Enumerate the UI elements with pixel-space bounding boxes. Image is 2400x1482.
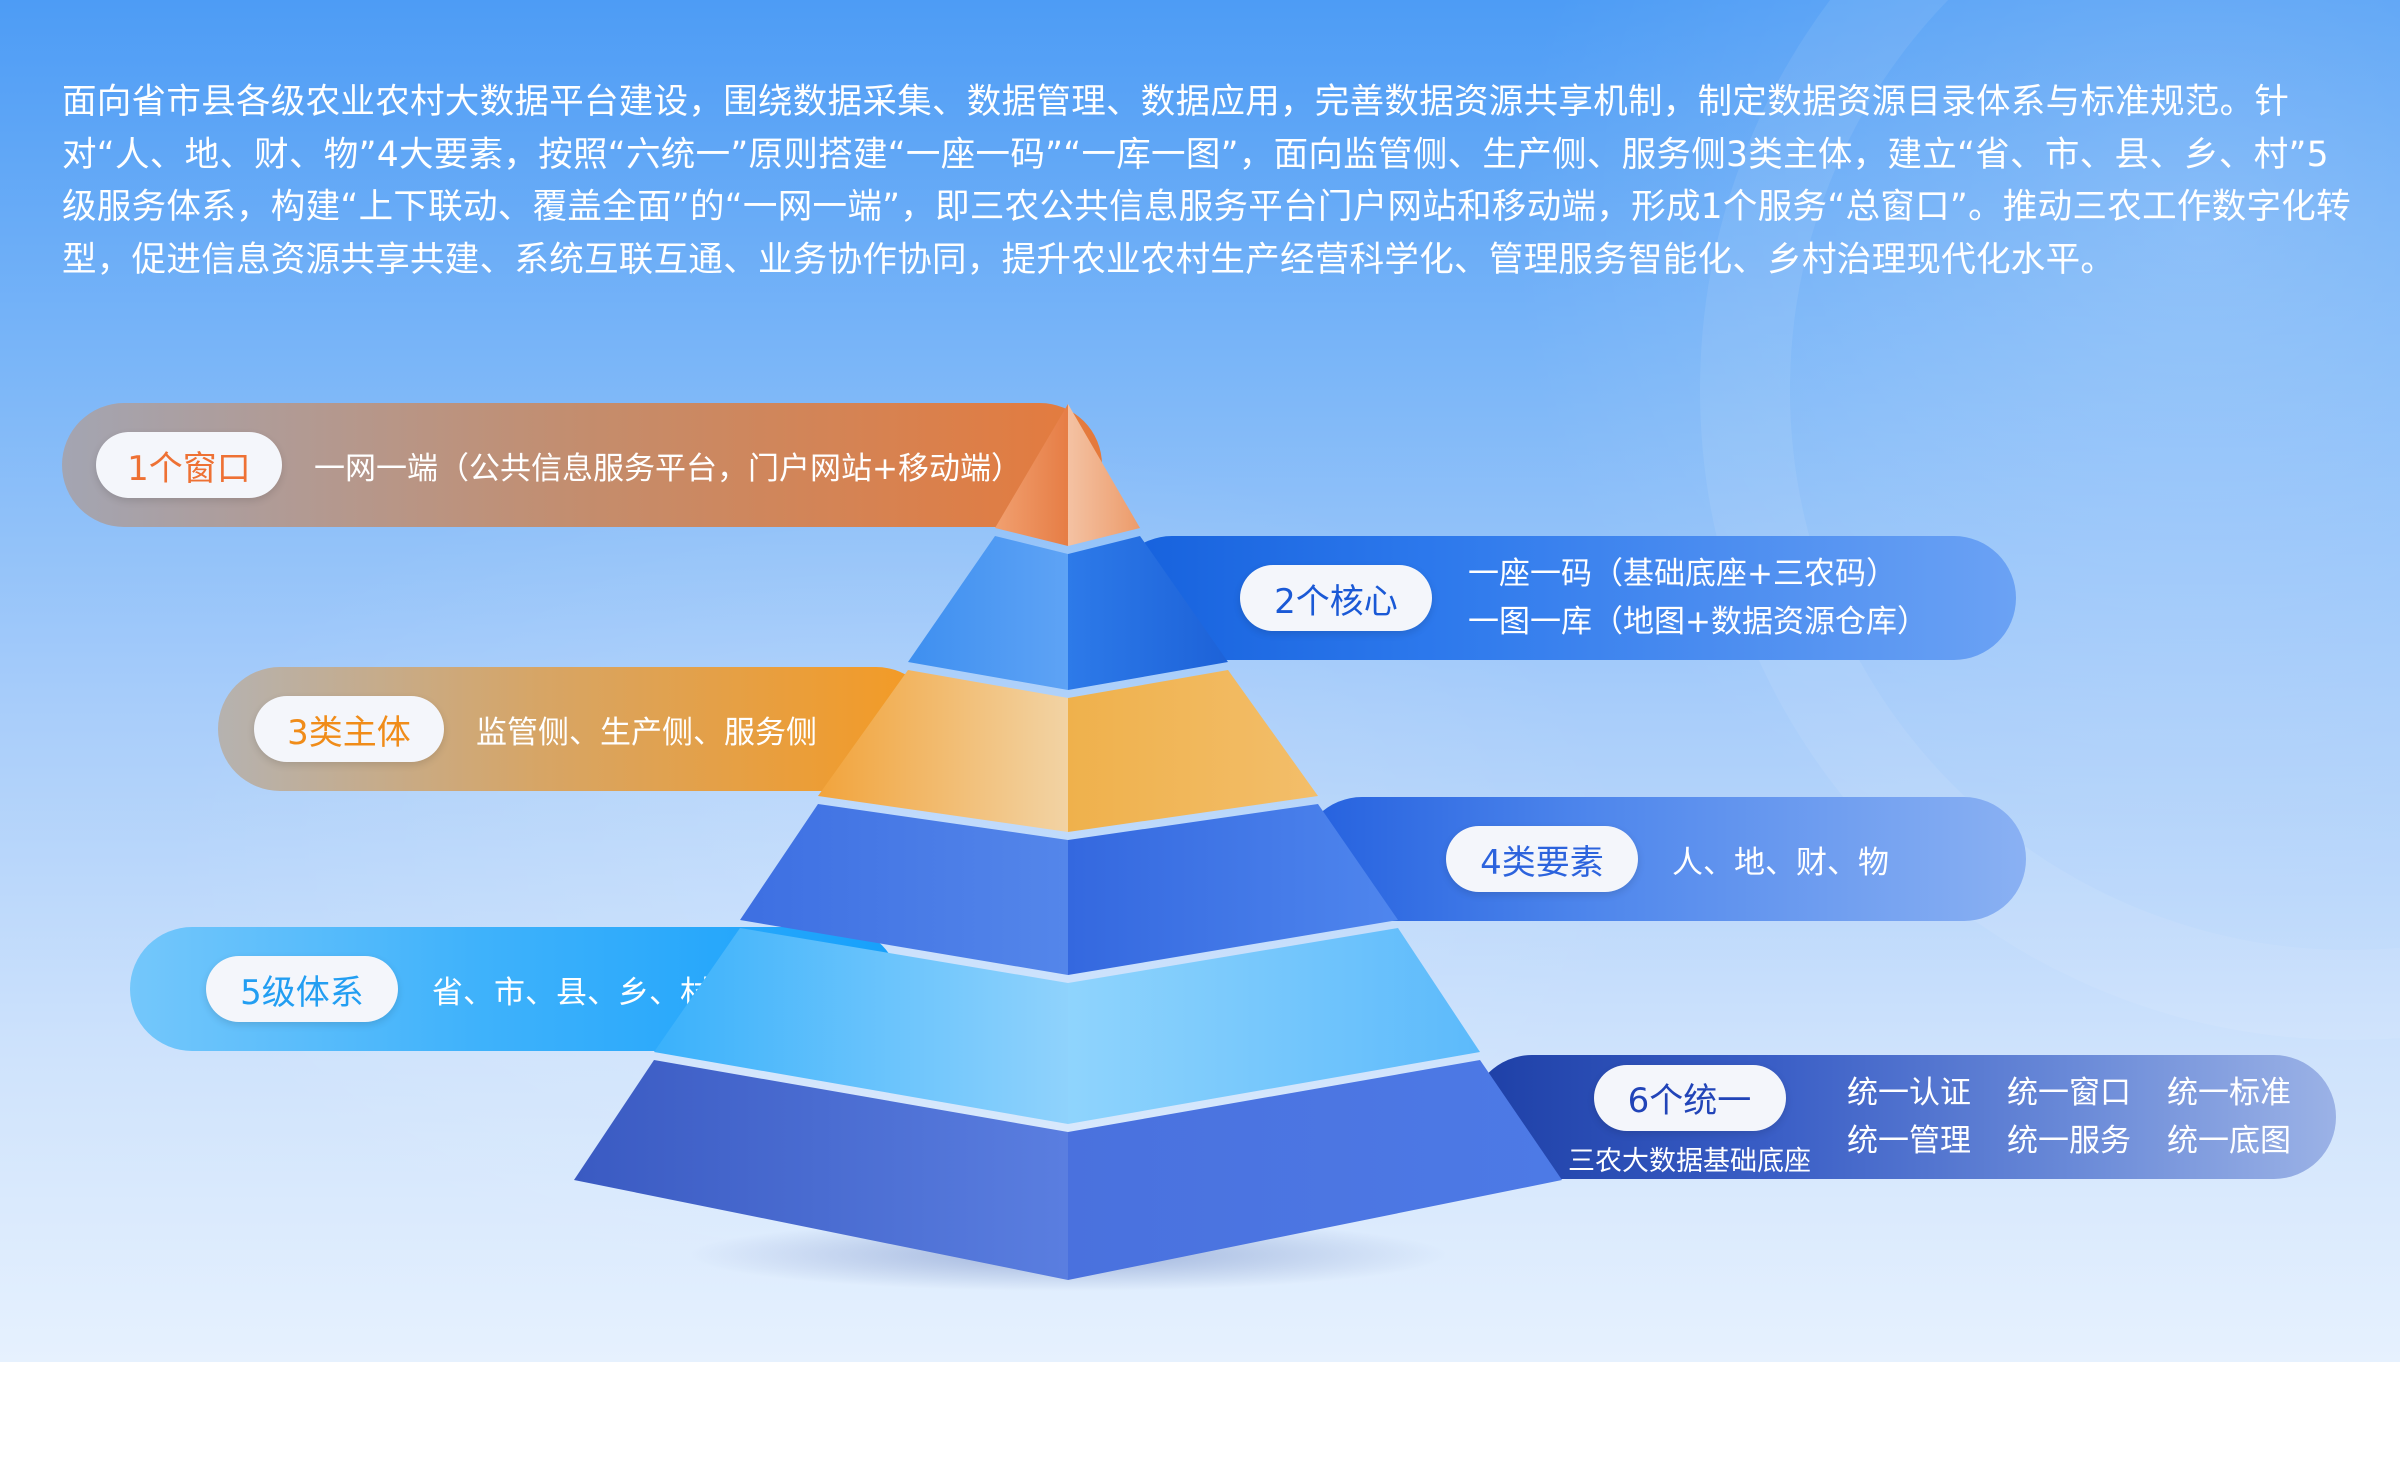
tier-2-line-1: 一座一码（基础底座+三农码）	[1468, 556, 1897, 592]
tier-2-label: 2个核心	[1240, 565, 1432, 631]
tier-1-description: 一网一端（公共信息服务平台，门户网站+移动端）	[314, 450, 1022, 487]
tier-4-description: 人、地、财、物	[1672, 844, 1889, 881]
pyramid-tier-1-window	[995, 404, 1140, 546]
tier-3-description: 监管侧、生产侧、服务侧	[476, 714, 817, 751]
tier-4-label: 4类要素	[1446, 826, 1638, 892]
intro-paragraph: 面向省市县各级农业农村大数据平台建设，围绕数据采集、数据管理、数据应用，完善数据…	[62, 82, 2351, 280]
tier-3-label: 3类主体	[254, 696, 444, 762]
tier-2-core-band: 2个核心 一座一码（基础底座+三农码） 一图一库（地图+数据资源仓库）	[1110, 536, 2016, 660]
tier-6-item: 统一管理	[1847, 1123, 1971, 1159]
tier-6-label: 6个统一	[1593, 1064, 1786, 1131]
tier-2-line-2: 一图一库（地图+数据资源仓库）	[1468, 604, 1928, 640]
tier-4-element-band: 4类要素 人、地、财、物	[1300, 797, 2026, 921]
tier-6-subtitle: 三农大数据基础底座	[1568, 1145, 1811, 1177]
pyramid-diagram	[574, 404, 1562, 1291]
tier-1-window-band: 1个窗口 一网一端（公共信息服务平台，门户网站+移动端）	[62, 403, 1102, 527]
background-panel: 面向省市县各级农业农村大数据平台建设，围绕数据采集、数据管理、数据应用，完善数据…	[0, 0, 2400, 1362]
tier-6-item: 统一服务	[2007, 1123, 2131, 1159]
tier-1-label: 1个窗口	[96, 432, 282, 498]
pyramid-tier-5-level	[654, 928, 1480, 1124]
pyramid-tier-6-unify	[574, 1060, 1562, 1280]
pyramid-tier-3-subject	[818, 670, 1318, 832]
tier-6-item: 统一认证	[1847, 1075, 1971, 1111]
tier-3-subject-band: 3类主体 监管侧、生产侧、服务侧	[218, 667, 938, 791]
pyramid-tier-2-core	[908, 536, 1228, 690]
tier-6-items: 统一认证 统一窗口 统一标准 统一管理 统一服务 统一底图	[1847, 1072, 2291, 1162]
tier-6-item: 统一窗口	[2007, 1075, 2131, 1111]
tier-6-header: 6个统一 三农大数据基础底座	[1568, 1057, 1811, 1178]
tier-2-description: 一座一码（基础底座+三农码） 一图一库（地图+数据资源仓库）	[1468, 550, 1928, 646]
tier-5-description: 省、市、县、乡、村	[432, 974, 711, 1011]
tier-5-label: 5级体系	[206, 956, 398, 1022]
tier-6-item: 统一标准	[2167, 1075, 2291, 1111]
tier-6-item: 统一底图	[2167, 1123, 2291, 1159]
tier-6-unify-band: 6个统一 三农大数据基础底座 统一认证 统一窗口 统一标准 统一管理 统一服务 …	[1470, 1055, 2336, 1179]
pyramid-tier-4-element	[740, 804, 1398, 975]
